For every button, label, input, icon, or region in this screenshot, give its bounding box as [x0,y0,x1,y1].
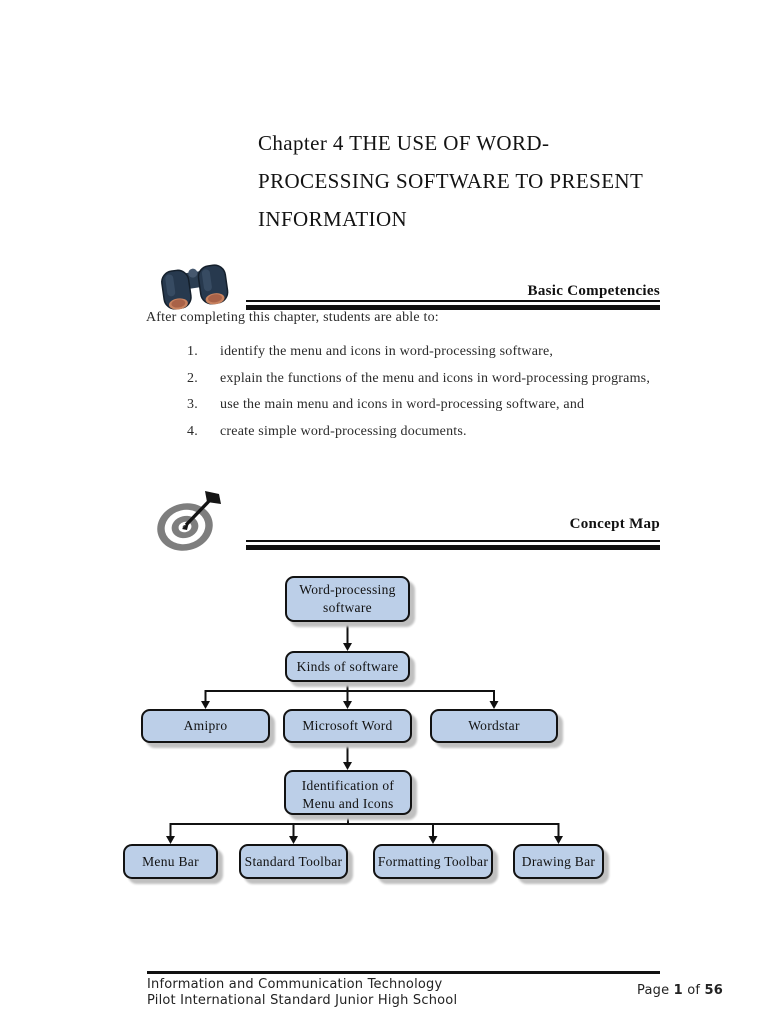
objective-text: identify the menu and icons in word-proc… [220,344,554,359]
header-rule-thick [246,305,660,310]
footer-org-line-1: Information and Communication Technology [147,977,443,992]
header-rule-thick [246,545,660,550]
footer-org-line-2: Pilot International Standard Junior High… [147,992,458,1008]
chapter-title: Chapter 4 THE USE OF WORD- PROCESSING SO… [258,124,688,238]
concept-map-heading: Concept Map [569,516,660,532]
objective-item: 3. use the main menu and icons in word-p… [187,392,662,419]
node-microsoft-word: Microsoft Word [283,709,412,743]
concept-map-diagram: Word-processing software Kinds of softwa… [0,560,768,890]
objectives-intro: After completing this chapter, students … [146,310,439,325]
objective-number: 2. [187,370,198,386]
footer-organization: Information and Communication Technology… [147,977,457,1008]
node-menu-bar: Menu Bar [123,844,218,879]
objective-number: 1. [187,344,198,359]
objective-text: use the main menu and icons in word-proc… [220,397,585,412]
binoculars-icon [156,263,234,320]
diagram-connector-lines [166,622,563,844]
page-total: 56 [704,983,723,998]
objective-item: 1. identify the menu and icons in word-p… [187,339,662,366]
objective-text: create simple word-processing documents. [220,423,467,439]
footer-rule [147,971,660,974]
page-word: Page [637,983,670,998]
objective-text: explain the functions of the menu and ic… [220,370,651,386]
chapter-title-line-3: INFORMATION [258,207,408,231]
chapter-title-line-2: PROCESSING SOFTWARE TO PRESENT [258,169,644,193]
objective-number: 4. [187,423,198,439]
objective-item: 2. explain the functions of the menu and… [187,366,662,393]
node-formatting-toolbar: Formatting Toolbar [373,844,493,879]
node-amipro: Amipro [141,709,270,743]
objective-item: 4. create simple word-processing documen… [187,419,662,446]
page-current: 1 [673,983,683,998]
node-word-processing-software: Word-processing software [285,576,410,622]
basic-competencies-heading: Basic Competencies [527,283,660,299]
objectives-list: 1. identify the menu and icons in word-p… [187,339,662,445]
node-kinds-of-software: Kinds of software [285,651,410,682]
of-word: of [687,983,701,998]
node-wordstar: Wordstar [430,709,558,743]
header-rule-thin [246,300,660,302]
header-rule-thin [246,540,660,542]
node-identification-of-menu-and-icons: Identification of Menu and Icons [284,770,412,815]
objective-number: 3. [187,397,198,412]
node-standard-toolbar: Standard Toolbar [239,844,348,879]
target-dart-icon [149,487,231,562]
chapter-title-line-1: Chapter 4 THE USE OF WORD- [258,131,550,155]
footer-page-number: Page 1 of 56 [637,983,723,998]
node-drawing-bar: Drawing Bar [513,844,604,879]
concept-map-header: Concept Map [246,516,660,550]
basic-competencies-header: Basic Competencies [246,283,660,310]
